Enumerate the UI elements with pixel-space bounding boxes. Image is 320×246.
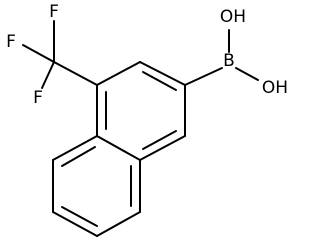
atom-labels: F F F B OH OH: [6, 2, 288, 108]
atom-label-hydroxyl-right: OH: [262, 78, 288, 98]
bonds: [22, 20, 259, 237]
bond-cf3-f3: [41, 61, 55, 89]
bond-c3-c2: [139, 61, 186, 86]
bond-inner-c5-c4a: [61, 146, 96, 167]
bond-c4a-c5: [52, 135, 98, 161]
bond-c2-b: [184, 67, 223, 86]
bond-c4-c3: [96, 61, 141, 86]
atom-label-boron: B: [223, 51, 235, 71]
bond-c6-c7: [52, 211, 98, 237]
bond-c1-c8a: [139, 135, 186, 161]
bond-b-oh-right: [235, 67, 259, 81]
chemical-structure: F F F B OH OH: [6, 2, 288, 237]
atom-label-fluorine-1: F: [6, 32, 16, 52]
bond-c4-cf3: [53, 61, 98, 86]
bond-inner-c1-c8a: [142, 130, 177, 150]
bond-inner-c6-c7: [61, 206, 98, 227]
atom-label-hydroxyl-top: OH: [220, 7, 246, 27]
bond-c7-c8: [96, 211, 141, 237]
bond-cf3-f1: [22, 44, 55, 63]
bond-inner-c3-c2: [142, 71, 177, 91]
atom-label-fluorine-3: F: [33, 88, 43, 108]
bond-c8a-c4a: [96, 135, 141, 161]
atom-label-fluorine-2: F: [49, 2, 59, 22]
